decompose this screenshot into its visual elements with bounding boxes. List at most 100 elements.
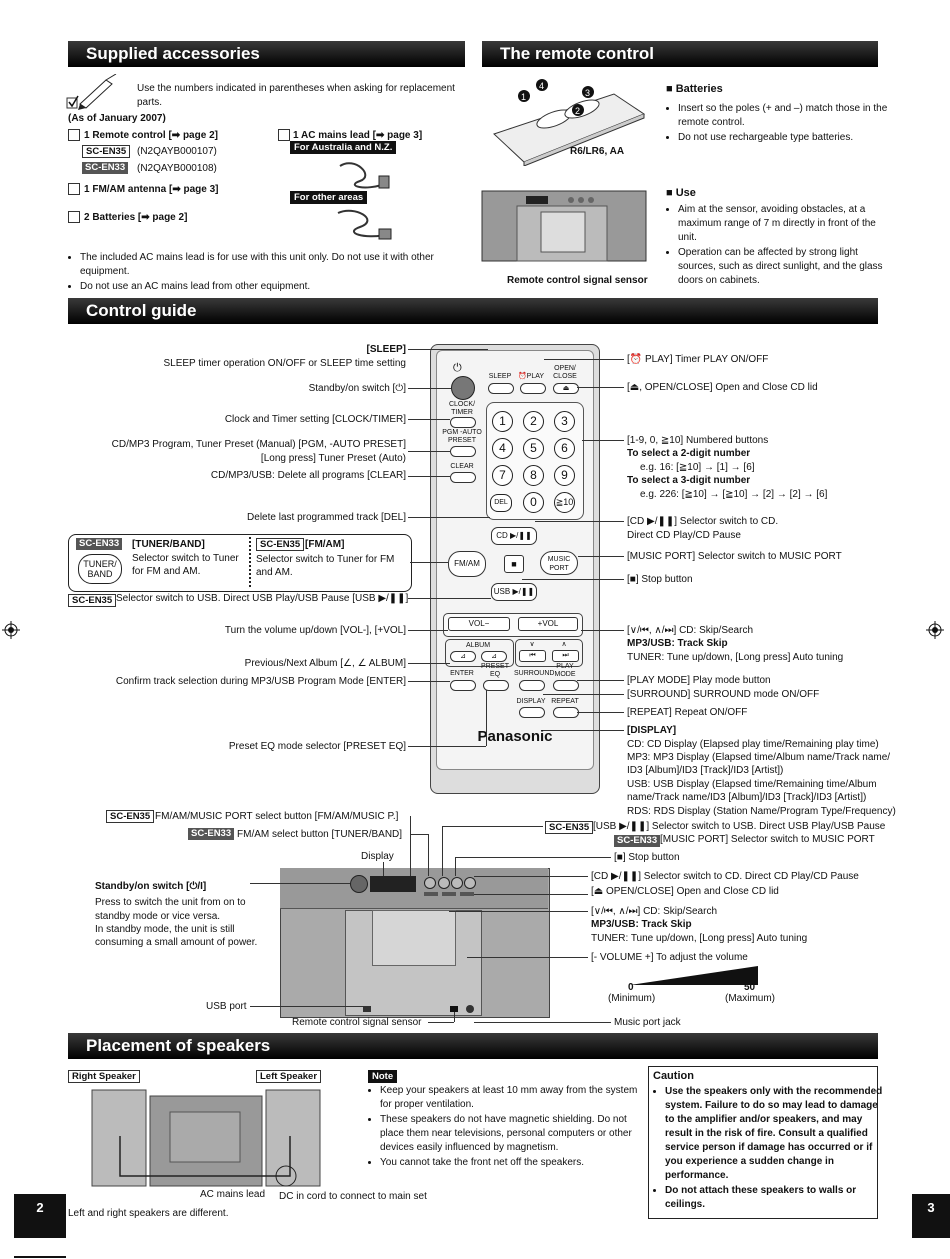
two-digit-example: e.g. 16: [≧10] → [1] → [6]	[640, 462, 755, 473]
open-close-button[interactable]: ⏏	[553, 383, 579, 394]
sleep-button[interactable]	[488, 383, 514, 394]
album-next-button[interactable]: ⊿	[481, 651, 507, 662]
leader-line	[408, 388, 451, 389]
surround-button[interactable]	[519, 680, 545, 691]
unit-volume-desc: [- VOLUME +] To adjust the volume	[591, 952, 748, 963]
repeat-button[interactable]	[553, 707, 579, 718]
unit-standby-button[interactable]	[350, 875, 368, 893]
mains-lead-aus-icon	[339, 162, 390, 189]
remote-label-display: DISPLAY	[516, 698, 546, 705]
leader-line	[250, 883, 350, 884]
remote-label-enter: ENTER	[450, 670, 474, 677]
play-mode-button[interactable]	[553, 680, 579, 691]
ac-mains-lead-label: AC mains lead	[200, 1189, 266, 1200]
usb-play-pause-button[interactable]: USB ▶/❚❚	[491, 583, 537, 601]
dotted-divider	[249, 537, 253, 587]
unit-open-close-button[interactable]	[424, 892, 438, 896]
leader-line	[581, 630, 624, 631]
leader-line	[408, 681, 450, 682]
tuner-callout-box	[68, 534, 412, 592]
volume-ramp-icon	[630, 966, 758, 985]
clock-timer-button[interactable]	[450, 417, 476, 428]
unit-skip-desc: [∨/⏮, ∧/⏭] CD: Skip/Search	[591, 906, 718, 917]
callout-pgm-long: [Long press] Tuner Preset (Auto)	[260, 453, 406, 464]
standby-on-button[interactable]	[451, 376, 475, 400]
checkbox-batteries[interactable]	[68, 211, 80, 223]
part-number-en35: (N2QAYB000107)	[137, 146, 217, 157]
stop-button[interactable]: ■	[504, 555, 524, 573]
volume-down-button[interactable]: VOL−	[448, 617, 510, 631]
speakers-rear-illustration	[91, 1089, 321, 1187]
unit-standby-head: Standby/on switch [⏻/I]	[95, 881, 207, 892]
number-button-9[interactable]: 9	[554, 465, 575, 486]
number-button-10plus[interactable]: ≧10	[554, 492, 575, 513]
preset-eq-button[interactable]	[483, 680, 509, 691]
unit-usb-button[interactable]	[438, 877, 450, 889]
callout-enter: Confirm track selection during MP3/USB P…	[115, 676, 406, 687]
leader-line	[543, 694, 624, 695]
number-button-8[interactable]: 8	[523, 465, 544, 486]
number-button-4[interactable]: 4	[492, 438, 513, 459]
remote-battery-illustration: 1 4 3 2	[493, 79, 646, 166]
section-title-placement: Placement of speakers	[68, 1033, 878, 1059]
pgm-auto-preset-button[interactable]	[450, 446, 476, 457]
unit-cd-button[interactable]	[464, 877, 476, 889]
leader-line	[454, 1012, 455, 1022]
callout-music-port: [MUSIC PORT] Selector switch to MUSIC PO…	[627, 551, 842, 562]
section-title-control: Control guide	[68, 298, 878, 324]
remote-label-preset: PRESET EQ	[480, 663, 509, 678]
leader-line	[522, 579, 624, 580]
display-mode-line: USB: USB Display (Elapsed time/Remaining…	[627, 779, 877, 790]
number-button-2[interactable]: 2	[523, 411, 544, 432]
unit-stop-button[interactable]	[451, 877, 463, 889]
remote-label-surround: SURROUND	[514, 670, 555, 677]
number-button-5[interactable]: 5	[523, 438, 544, 459]
tuner-band-button[interactable]: TUNER/ BAND	[78, 554, 122, 584]
speakers-different-note: Left and right speakers are different.	[68, 1208, 229, 1219]
unit-volume-button[interactable]	[460, 892, 474, 896]
unit-skip-tuner: TUNER: Tune up/down, [Long press] Auto t…	[591, 933, 808, 944]
number-button-6[interactable]: 6	[554, 438, 575, 459]
section-title-remote: The remote control	[482, 41, 878, 67]
volume-max-value: 50	[744, 982, 756, 993]
tag-australia: For Australia and N.Z.	[290, 141, 397, 154]
volume-max-label: (Maximum)	[725, 993, 775, 1004]
use-heading: ■ Use	[666, 187, 696, 199]
note-tag: Note	[368, 1070, 398, 1083]
checkbox-antenna[interactable]	[68, 183, 80, 195]
cd-play-pause-button[interactable]: CD ▶/❚❚	[491, 527, 537, 545]
clear-button[interactable]	[450, 472, 476, 483]
skip-prev-button[interactable]: ⏮	[519, 650, 546, 662]
display-mode-line: RDS: RDS Display (Station Name/Program T…	[627, 806, 896, 817]
leader-line	[577, 680, 624, 681]
number-button-1[interactable]: 1	[492, 411, 513, 432]
unit-fm-button[interactable]	[424, 877, 436, 889]
display-button[interactable]	[519, 707, 545, 718]
fm-am-button[interactable]: FM/AM	[448, 551, 486, 577]
unit-fm35-tag: SC-EN35	[106, 810, 155, 823]
timer-play-button[interactable]	[520, 383, 546, 394]
music-port-button[interactable]: MUSIC PORT	[540, 551, 578, 575]
registration-mark-icon	[926, 621, 944, 639]
skip-next-button[interactable]: ⏭	[552, 650, 579, 662]
checkbox-remote[interactable]	[68, 129, 80, 141]
volume-up-button[interactable]: +VOL	[518, 617, 578, 631]
callout-numbered: [1-9, 0, ≧10] Numbered buttons	[627, 435, 769, 446]
model-tag-en33: SC-EN33	[82, 162, 129, 174]
unit-display-window	[370, 876, 416, 892]
callout-skip: [∨/⏮, ∧/⏭] CD: Skip/Search	[627, 625, 754, 636]
number-button-3[interactable]: 3	[554, 411, 575, 432]
usb-model-tag: SC-EN35	[68, 594, 117, 607]
unit-sensor-label: Remote control signal sensor	[292, 1017, 422, 1028]
unit-usb-port[interactable]	[363, 1006, 371, 1012]
display-mode-line: name/Track name/ID3 [Album]/ID3 [Track]/…	[627, 792, 867, 803]
album-prev-button[interactable]: ⊿	[450, 651, 476, 662]
del-button[interactable]: DEL	[490, 494, 512, 512]
number-button-0[interactable]: 0	[523, 492, 544, 513]
item-antenna: 1 FM/AM antenna [➡ page 3]	[84, 184, 219, 195]
unit-skip-button[interactable]	[442, 892, 456, 896]
number-button-7[interactable]: 7	[492, 465, 513, 486]
enter-button[interactable]	[450, 680, 476, 691]
unit-music-jack[interactable]	[466, 1005, 474, 1013]
checkbox-mains[interactable]	[278, 129, 290, 141]
